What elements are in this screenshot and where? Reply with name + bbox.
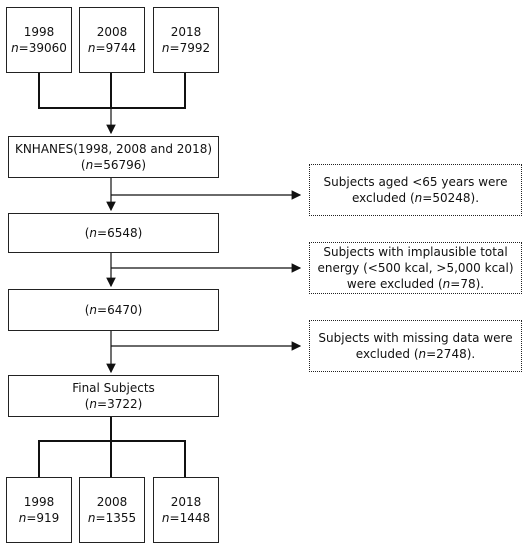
- combined-count: (n=56796): [80, 158, 147, 172]
- group-year: 2018: [170, 495, 202, 509]
- exclusion-box-energy: Subjects with implausible total energy (…: [309, 242, 522, 294]
- group-count: n=9744: [87, 41, 137, 55]
- group-year: 1998: [23, 25, 55, 39]
- top-group-box-1998: 1998 n=39060: [6, 7, 72, 73]
- group-count: n=39060: [11, 41, 67, 55]
- group-count: n=7992: [161, 41, 211, 55]
- group-year: 1998: [23, 495, 55, 509]
- step-box-1: (n=6548): [8, 213, 219, 253]
- final-count: (n=3722): [84, 397, 143, 411]
- step-box-2: (n=6470): [8, 289, 219, 331]
- exclusion-box-age: Subjects aged <65 years were excluded (n…: [309, 164, 522, 216]
- bottom-group-box-2008: 2008 n=1355: [79, 477, 145, 543]
- step-count: (n=6470): [84, 303, 143, 317]
- top-group-box-2018: 2018 n=7992: [153, 7, 219, 73]
- group-count: n=1355: [87, 511, 137, 525]
- final-box: Final Subjects (n=3722): [8, 375, 219, 417]
- final-title: Final Subjects: [72, 381, 155, 395]
- exclusion-box-missing: Subjects with missing data were excluded…: [309, 320, 522, 372]
- top-group-box-2008: 2008 n=9744: [79, 7, 145, 73]
- group-year: 2018: [170, 25, 202, 39]
- group-count: n=1448: [161, 511, 211, 525]
- group-count: n=919: [18, 511, 60, 525]
- combined-title: KNHANES(1998, 2008 and 2018): [14, 142, 213, 156]
- bottom-group-box-2018: 2018 n=1448: [153, 477, 219, 543]
- group-year: 2008: [96, 495, 128, 509]
- group-year: 2008: [96, 25, 128, 39]
- bottom-group-box-1998: 1998 n=919: [6, 477, 72, 543]
- combined-box: KNHANES(1998, 2008 and 2018) (n=56796): [8, 136, 219, 178]
- step-count: (n=6548): [84, 226, 143, 240]
